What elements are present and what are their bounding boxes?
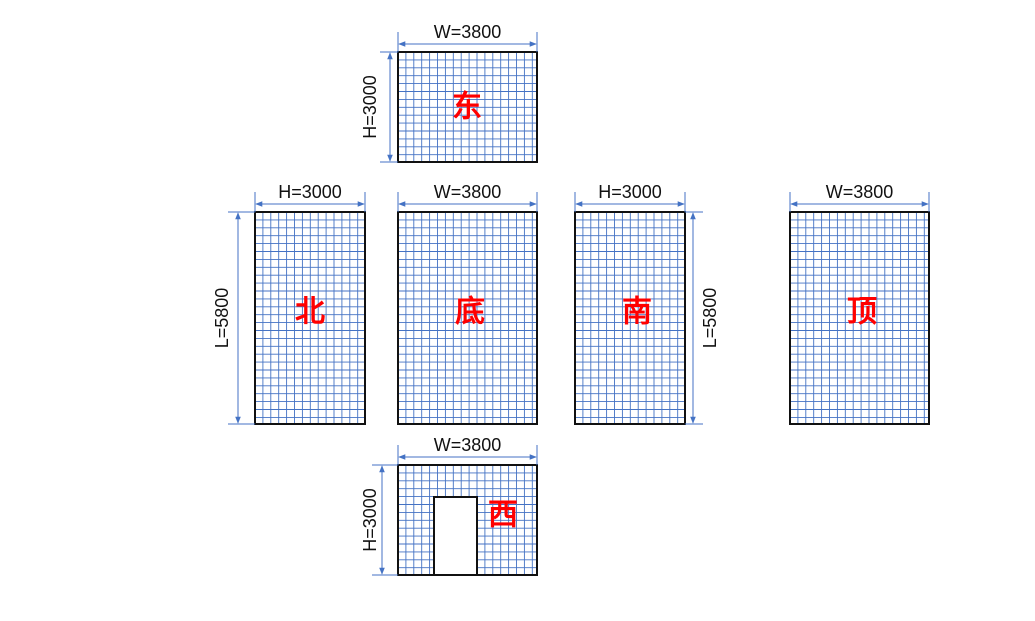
panel-north-grid: [255, 212, 365, 424]
panel-bottom-border: [397, 211, 538, 425]
panel-south-top-dimension: H=3000: [598, 182, 662, 202]
panel-south-label: 南: [622, 296, 652, 329]
panel-roof-top-dimension: W=3800: [826, 182, 894, 202]
grid-lines: [398, 212, 537, 424]
panel-south-border: [574, 211, 686, 425]
panel-east-label: 东: [452, 90, 482, 124]
panel-north-side-dimension: L=5800: [212, 288, 232, 349]
panel-roof: 顶 W=3800: [789, 182, 930, 425]
panel-south-side-dimension: L=5800: [700, 288, 720, 349]
panel-roof-label: 顶: [847, 296, 877, 329]
panel-east-grid: [398, 52, 537, 162]
panel-bottom: 底 W=3800: [397, 182, 538, 425]
panel-south-grid: [575, 212, 685, 424]
panel-east-side-dimension: H=3000: [360, 75, 380, 139]
panel-bottom-label: 底: [455, 296, 485, 329]
panel-west-top-dimension: W=3800: [434, 435, 502, 455]
panel-north-border: [254, 211, 366, 425]
panel-bottom-grid: [398, 212, 537, 424]
grid-lines: [575, 212, 685, 424]
panel-roof-border: [789, 211, 930, 425]
panel-west-label: 西: [488, 499, 518, 532]
grid-lines: [790, 212, 929, 424]
panel-roof-grid: [790, 212, 929, 424]
panel-north-label: 北: [295, 296, 325, 329]
panel-west-side-dimension: H=3000: [360, 488, 380, 552]
grid-lines: [255, 212, 365, 424]
grid-lines: [398, 52, 537, 162]
panel-east-top-dimension: W=3800: [434, 22, 502, 42]
panel-north-top-dimension: H=3000: [278, 182, 342, 202]
panel-bottom-top-dimension: W=3800: [434, 182, 502, 202]
door-opening: [433, 496, 478, 576]
panel-east-border: [397, 51, 538, 163]
